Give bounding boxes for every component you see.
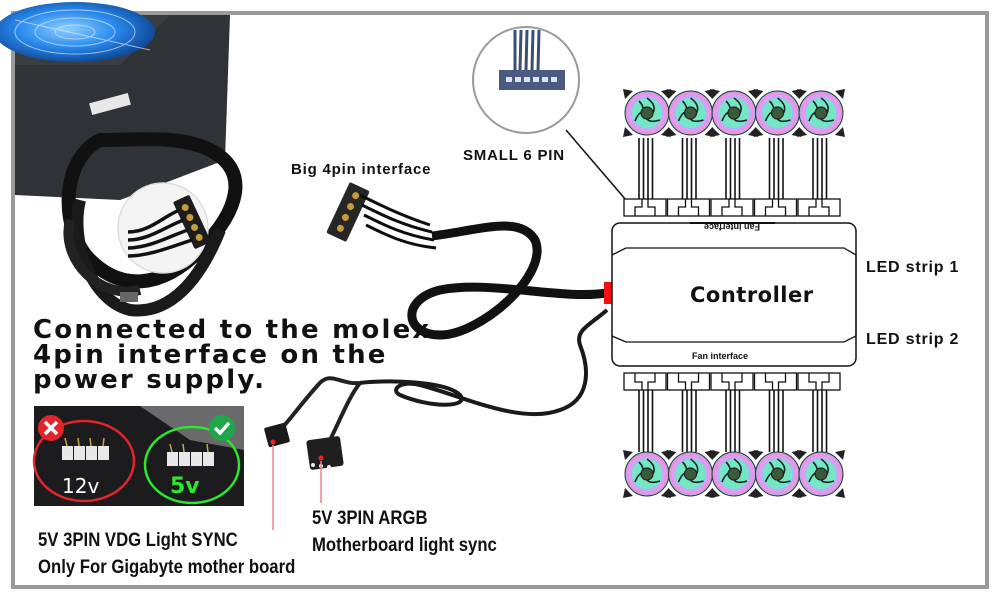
controller-box bbox=[611, 222, 857, 367]
bottom-fan-5 bbox=[796, 372, 846, 499]
fan-connector-icon bbox=[710, 372, 754, 391]
big-4pin-label: Big 4pin interface bbox=[291, 161, 432, 178]
rgb-fan-icon bbox=[665, 88, 716, 138]
wrong-voltage-label: 12v bbox=[62, 474, 100, 498]
fan-connector-icon bbox=[623, 372, 667, 391]
argb-sync-cable bbox=[264, 308, 609, 530]
heading-line-1: Connected to the molex bbox=[33, 315, 432, 345]
image-frame bbox=[11, 11, 989, 589]
heading: Connected to the molex 4pin interface on… bbox=[33, 315, 432, 395]
fan-connector-icon bbox=[710, 198, 754, 217]
fan-connector-icon bbox=[666, 198, 711, 217]
top-fan-3 bbox=[709, 88, 759, 217]
vdg-label-line-2: Only For Gigabyte mother board bbox=[38, 557, 296, 578]
heading-line-3: power supply. bbox=[33, 365, 267, 395]
rgb-fan-icon bbox=[709, 88, 759, 138]
top-fan-2 bbox=[665, 88, 716, 217]
argb-label-line-1: 5V 3PIN ARGB bbox=[312, 508, 428, 529]
fan-connector-icon bbox=[623, 198, 667, 217]
rgb-fan-icon bbox=[752, 88, 803, 138]
led-strip-1-label: LED strip 1 bbox=[866, 259, 960, 276]
check-icon bbox=[209, 415, 235, 441]
argb-label-line-2: Motherboard light sync bbox=[312, 535, 497, 556]
small-6pin-label: SMALL 6 PIN bbox=[463, 147, 565, 164]
fan-row-bottom bbox=[622, 372, 846, 499]
controller-label: Controller bbox=[690, 283, 814, 307]
small-6pin-magnifier bbox=[472, 26, 639, 215]
rgb-fan-icon bbox=[622, 449, 672, 499]
big-4pin-cable bbox=[326, 182, 612, 340]
top-fan-4 bbox=[752, 88, 803, 217]
led-strip-2-label: LED strip 2 bbox=[866, 331, 960, 348]
top-fan-1 bbox=[622, 88, 672, 217]
rgb-fan-icon bbox=[796, 88, 846, 138]
vdg-label-line-1: 5V 3PIN VDG Light SYNC bbox=[38, 530, 238, 551]
rgb-fan-icon bbox=[709, 449, 759, 499]
rgb-fan-icon bbox=[665, 449, 716, 499]
fan-connector-icon bbox=[797, 372, 841, 391]
bottom-fan-4 bbox=[752, 372, 803, 499]
rgb-fan-icon bbox=[796, 449, 846, 499]
fan-interface-bottom-label: Fan interface bbox=[692, 351, 749, 361]
bottom-fan-2 bbox=[665, 372, 716, 499]
fan-interface-top-label: Fan interface bbox=[704, 222, 761, 232]
bottom-fan-1 bbox=[622, 372, 672, 499]
rgb-fan-icon bbox=[752, 449, 803, 499]
fan-connector-icon bbox=[797, 198, 841, 217]
fan-connector-icon bbox=[753, 372, 798, 391]
power-supply-image bbox=[0, 2, 243, 317]
fan-connector-icon bbox=[666, 372, 711, 391]
right-voltage-label: 5v bbox=[170, 474, 200, 499]
fan-connector-icon bbox=[753, 198, 798, 217]
top-fan-5 bbox=[796, 88, 846, 217]
header-compare-image bbox=[32, 406, 244, 506]
fan-row-top bbox=[622, 88, 846, 217]
heading-line-2: 4pin interface on the bbox=[33, 340, 388, 370]
bottom-fan-3 bbox=[709, 372, 759, 499]
rgb-fan-icon bbox=[622, 88, 672, 138]
